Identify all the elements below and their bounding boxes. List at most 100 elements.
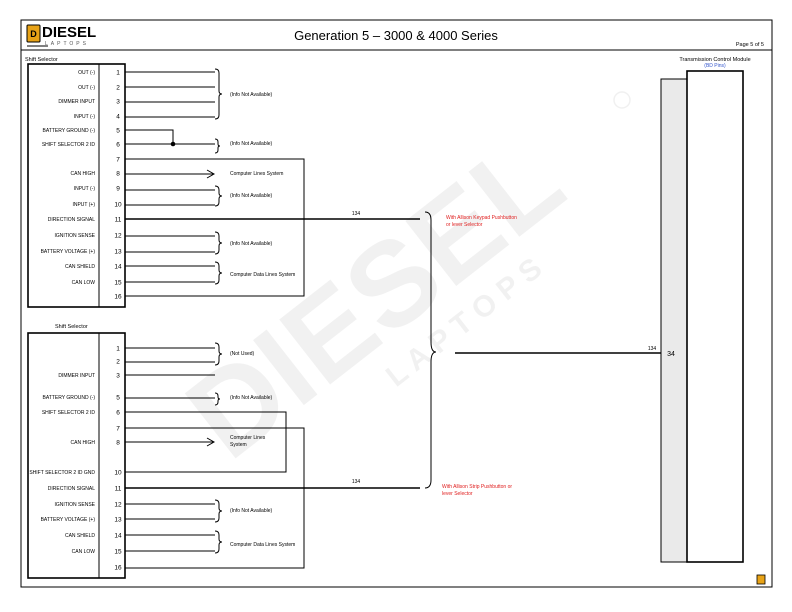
selector2-pin-number: 11 xyxy=(115,486,122,493)
selector1-wiring xyxy=(125,68,420,297)
selector1-pin-strip xyxy=(98,63,126,308)
selector2-title: Shift Selector xyxy=(55,324,88,330)
brace-5 xyxy=(214,261,223,285)
selector1-pin-label: BATTERY GROUND (-) xyxy=(42,128,95,134)
selector1-pin-label: CAN LOW xyxy=(72,280,96,286)
brace2-3 xyxy=(214,499,223,523)
note-1-1: (Info Not Available) xyxy=(230,92,272,98)
selector1-pin-label: DIMMER INPUT xyxy=(58,99,95,105)
note-1-6: Computer Data Lines System xyxy=(230,272,295,278)
selector1-pin-number: 7 xyxy=(116,157,120,164)
selector1-pin-label: SHIFT SELECTOR 2 ID xyxy=(42,142,96,148)
logo-sub: LAPTOPS xyxy=(45,41,89,47)
selector2-pin-label: DIRECTION SIGNAL xyxy=(48,486,95,492)
brace-2 xyxy=(214,138,221,154)
selector2-pin-label: CAN LOW xyxy=(72,549,96,555)
selector1-pin-label: OUT (-) xyxy=(78,70,95,76)
tcm-body xyxy=(686,70,744,563)
selector2-pin-label: CAN SHIELD xyxy=(65,533,95,539)
selector1-pin-number: 9 xyxy=(116,186,120,193)
selector2-pin-number: 10 xyxy=(114,470,122,477)
selector1-pin-number: 13 xyxy=(114,249,122,256)
selector1-pin-number: 6 xyxy=(116,142,120,149)
note-1-4: (Info Not Available) xyxy=(230,193,272,199)
tcm-pin-34: 34 xyxy=(667,351,675,358)
selector2-wiring xyxy=(125,342,420,569)
wire-label-1: 134 xyxy=(352,211,361,217)
brace-1 xyxy=(214,68,223,120)
note-1-5: (Info Not Available) xyxy=(230,241,272,247)
note-red-keypad-1: With Allison Keypad Pushbutton xyxy=(446,215,517,221)
wire2-7-16-loop xyxy=(125,427,305,569)
selector1-pin-number: 10 xyxy=(114,202,122,209)
selector2-pin-label: DIMMER INPUT xyxy=(58,373,95,379)
brace-4 xyxy=(214,231,223,255)
wire-7-16-loop xyxy=(125,158,305,297)
brace-3 xyxy=(214,185,223,207)
note-1-2: (Info Not Available) xyxy=(230,141,272,147)
selector2-pin-label: BATTERY VOLTAGE (+) xyxy=(41,517,96,523)
wire-5 xyxy=(125,129,174,143)
selector1-pin-label: IGNITION SENSE xyxy=(54,233,95,239)
selector2-pin-label: SHIFT SELECTOR 2 ID xyxy=(42,410,96,416)
selector2-pin-number: 12 xyxy=(114,502,122,509)
note-2-2: (Info Not Available) xyxy=(230,395,272,401)
selector1-pin-number: 3 xyxy=(116,99,120,106)
selector2-pin-number: 1 xyxy=(116,346,120,353)
registered-mark-icon xyxy=(613,91,631,109)
selector2-pin-strip xyxy=(98,332,126,579)
tcm-title: Transmission Control Module xyxy=(679,57,750,63)
selector2-pin-number: 3 xyxy=(116,373,120,380)
selector1-pin-number: 14 xyxy=(114,264,122,271)
selector1-pin-number: 8 xyxy=(116,171,120,178)
brand-logo: D DIESEL LAPTOPS xyxy=(26,24,96,47)
wire2-6-10-loop xyxy=(125,411,287,473)
selector1-pin-number: 1 xyxy=(116,70,120,77)
selector1-pin-number: 5 xyxy=(116,128,120,135)
selector2-pin-label: BATTERY GROUND (-) xyxy=(42,395,95,401)
selector2-pin-label: SHIFT SELECTOR 2 ID GND xyxy=(29,470,95,476)
logo-badge-icon xyxy=(26,24,41,43)
selector2-pin-label: IGNITION SENSE xyxy=(54,502,95,508)
selector1-pin-label: CAN SHIELD xyxy=(65,264,95,270)
selector2-pin-number: 2 xyxy=(116,359,120,366)
selector1-pin-number: 15 xyxy=(114,280,122,287)
selector1-pin-number: 16 xyxy=(114,294,122,301)
arrow-right-icon xyxy=(206,437,216,447)
selector2-body xyxy=(27,332,126,579)
brace2-1 xyxy=(214,342,223,366)
page-title: Generation 5 – 3000 & 4000 Series xyxy=(294,28,498,43)
junction-dot xyxy=(170,141,176,147)
arrow-right-icon xyxy=(206,169,216,179)
selector1-pin-number: 12 xyxy=(114,233,122,240)
selector2-pin-number: 14 xyxy=(114,533,122,540)
selector1-title: Shift Selector xyxy=(25,57,58,63)
corner-logo-icon xyxy=(756,574,766,585)
selector1-pin-number: 11 xyxy=(115,217,122,224)
selector2-pin-number: 6 xyxy=(116,410,120,417)
note-2-4: (Info Not Available) xyxy=(230,508,272,514)
selector1-pin-number: 2 xyxy=(116,85,120,92)
note-2-3b: System xyxy=(230,442,247,448)
section-brace xyxy=(424,211,437,489)
note-red-keypad-2: or lever Selector xyxy=(446,222,483,228)
selector1-pin-label: INPUT (+) xyxy=(72,202,95,208)
brace2-4 xyxy=(214,530,223,554)
logo-text: DIESEL xyxy=(42,24,96,41)
note-2-1: (Not Used) xyxy=(230,351,255,357)
selector2-pin-number: 5 xyxy=(116,395,120,402)
page-number: Page 5 of 5 xyxy=(736,42,764,48)
selector1-pin-number: 4 xyxy=(116,114,120,121)
tcm-pin-strip xyxy=(660,78,688,563)
wire-label-2: 134 xyxy=(352,479,361,485)
selector2-pin-number: 16 xyxy=(114,565,122,572)
selector2-pin-number: 13 xyxy=(114,517,122,524)
wire-label-tcm: 134 xyxy=(648,346,657,352)
selector2-pin-number: 7 xyxy=(116,426,120,433)
note-1-3: Computer Lines System xyxy=(230,171,283,177)
logo-badge: D xyxy=(30,29,37,39)
selector1-pin-label: OUT (-) xyxy=(78,85,95,91)
note-2-3a: Computer Lines xyxy=(230,435,266,441)
